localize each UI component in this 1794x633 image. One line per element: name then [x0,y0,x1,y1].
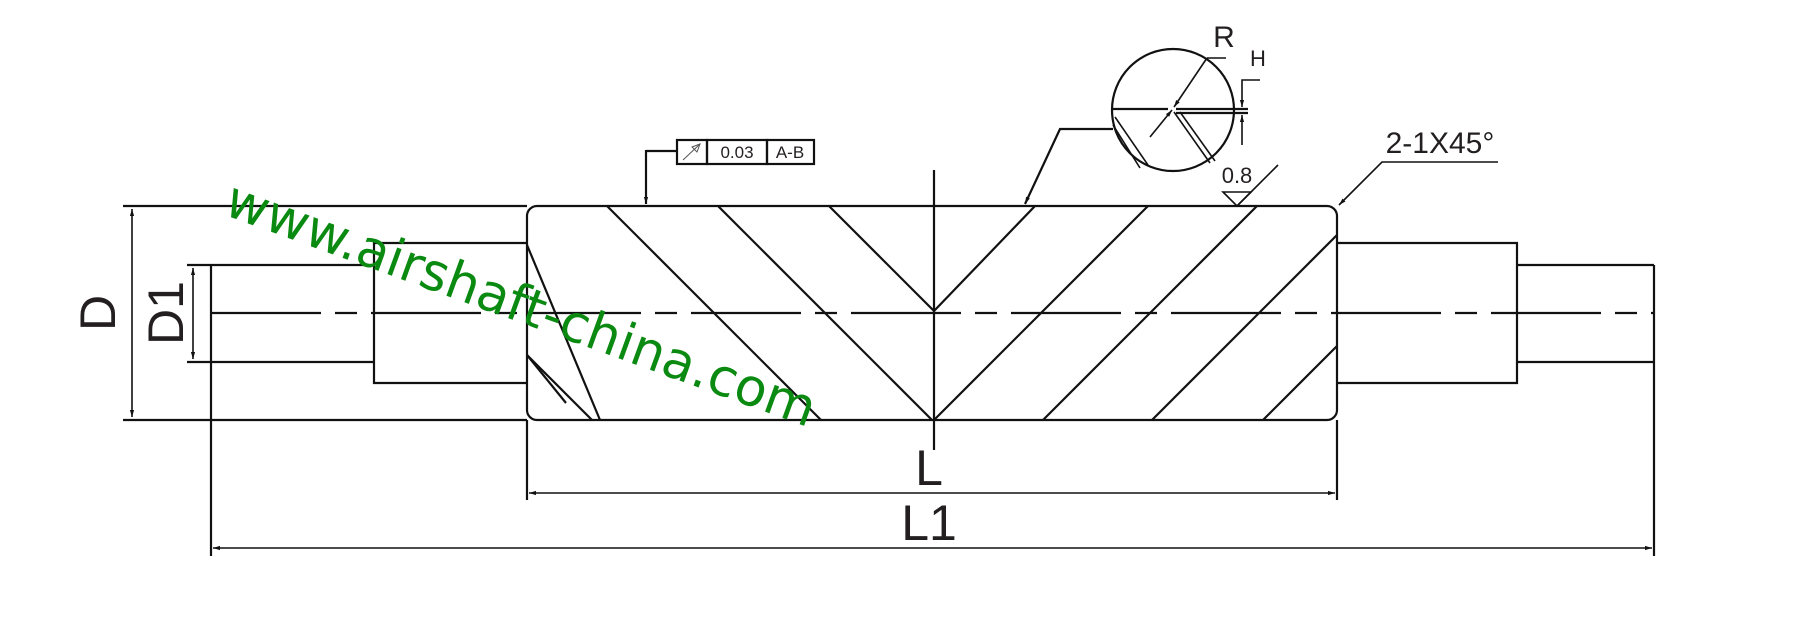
label-D: D [70,295,126,331]
label-L: L [915,440,943,496]
label-R: R [1213,21,1235,54]
chamfer-callout: 2-1X45° [1338,127,1498,206]
feature-control-frame: 0.03 A-B [643,138,816,204]
extension-lines [123,204,1656,556]
tolerance-value: 0.03 [720,143,753,162]
chamfer-note: 2-1X45° [1386,127,1495,160]
right-journal [1517,263,1654,364]
watermark: www.airshaft-china.com [218,170,825,440]
left-shoulder [372,241,527,385]
label-D1: D1 [138,281,194,345]
roughness-value: 0.8 [1222,163,1253,188]
surface-roughness-symbol: 0.8 [1221,163,1279,208]
groove-lines-right [933,205,1338,421]
left-journal [211,263,374,364]
right-shoulder [1337,241,1519,385]
groove-lines-left [525,205,935,421]
label-H: H [1250,46,1266,71]
groove-detail-view: R H [1110,21,1266,173]
runout-symbol-icon [682,143,701,161]
detail-leader [1024,127,1113,205]
datum-reference: A-B [776,143,804,162]
label-L1: L1 [901,495,957,551]
